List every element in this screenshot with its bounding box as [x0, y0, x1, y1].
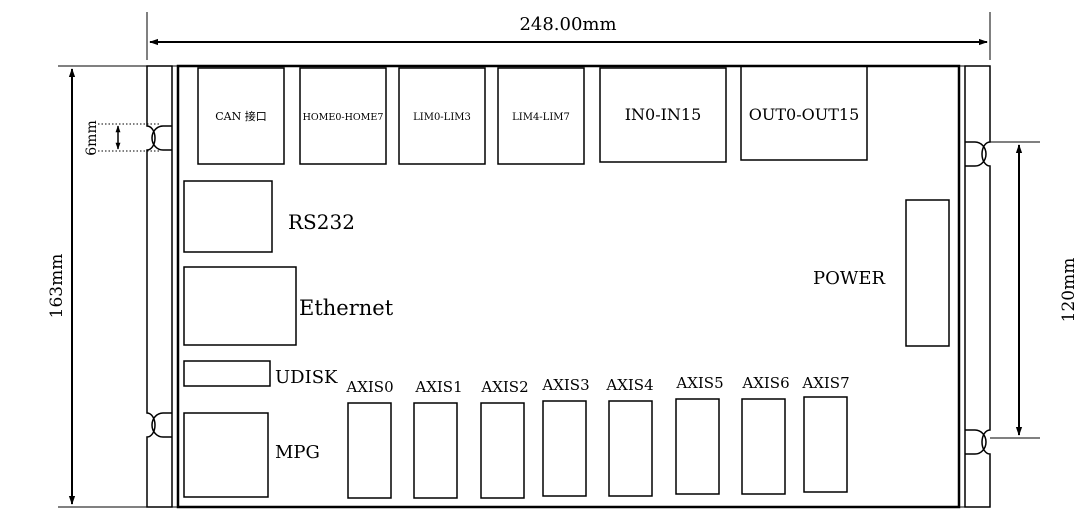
hole-size-dimension: 6mm — [84, 120, 160, 156]
rs232-port: RS232 — [183, 180, 355, 253]
input-port: IN0-IN15 — [599, 67, 727, 163]
power-port: POWER — [813, 199, 950, 347]
udisk-label: UDISK — [275, 367, 338, 388]
axis-1-port: AXIS1 — [413, 378, 463, 499]
axis-4-label: AXIS4 — [605, 376, 653, 394]
right-mounting-flange — [964, 65, 991, 508]
home-port-label: HOME0-HOME7 — [303, 112, 384, 123]
height-label: 163mm — [47, 254, 67, 319]
axis-3-label: AXIS3 — [541, 376, 589, 394]
axis-2-label: AXIS2 — [480, 378, 528, 396]
output-port: OUT0-OUT15 — [740, 65, 868, 161]
axis-4-port: AXIS4 — [605, 376, 654, 497]
controller-board — [176, 64, 961, 509]
mpg-port: MPG — [183, 412, 320, 498]
mpg-label: MPG — [275, 442, 320, 463]
width-dimension: 248.00mm — [146, 12, 991, 60]
axis-0-label: AXIS0 — [345, 378, 393, 396]
lim-b-port-label: LIM4-LIM7 — [512, 112, 570, 123]
ethernet-port: Ethernet — [183, 266, 394, 346]
can-port-label: CAN 接口 — [215, 110, 266, 123]
axis-6-port: AXIS6 — [741, 374, 790, 495]
lim-a-port: LIM0-LIM3 — [398, 67, 486, 165]
home-port: HOME0-HOME7 — [299, 67, 387, 165]
axis-5-port: AXIS5 — [675, 374, 724, 495]
hole-pitch-label: 120mm — [1059, 258, 1079, 323]
input-port-label: IN0-IN15 — [625, 105, 702, 124]
width-label: 248.00mm — [519, 14, 616, 35]
ethernet-label: Ethernet — [299, 296, 394, 320]
hole-size-label: 6mm — [84, 120, 100, 155]
left-mounting-flange — [146, 65, 173, 508]
can-port: CAN 接口 — [197, 67, 285, 165]
axis-5-label: AXIS5 — [675, 374, 723, 392]
lim-b-port: LIM4-LIM7 — [497, 67, 585, 165]
power-label: POWER — [813, 268, 886, 289]
axis-0-port: AXIS0 — [345, 378, 394, 499]
axis-3-port: AXIS3 — [541, 376, 590, 497]
output-port-label: OUT0-OUT15 — [749, 105, 860, 124]
hole-pitch-dimension: 120mm — [990, 141, 1079, 439]
axis-7-port: AXIS7 — [801, 374, 850, 493]
lim-a-port-label: LIM0-LIM3 — [413, 112, 471, 123]
axis-2-port: AXIS2 — [480, 378, 529, 499]
rs232-label: RS232 — [288, 210, 355, 234]
udisk-port: UDISK — [183, 360, 338, 388]
axis-6-label: AXIS6 — [741, 374, 789, 392]
height-dimension: 163mm — [47, 65, 147, 508]
axis-1-label: AXIS1 — [414, 378, 462, 396]
axis-7-label: AXIS7 — [801, 374, 849, 392]
